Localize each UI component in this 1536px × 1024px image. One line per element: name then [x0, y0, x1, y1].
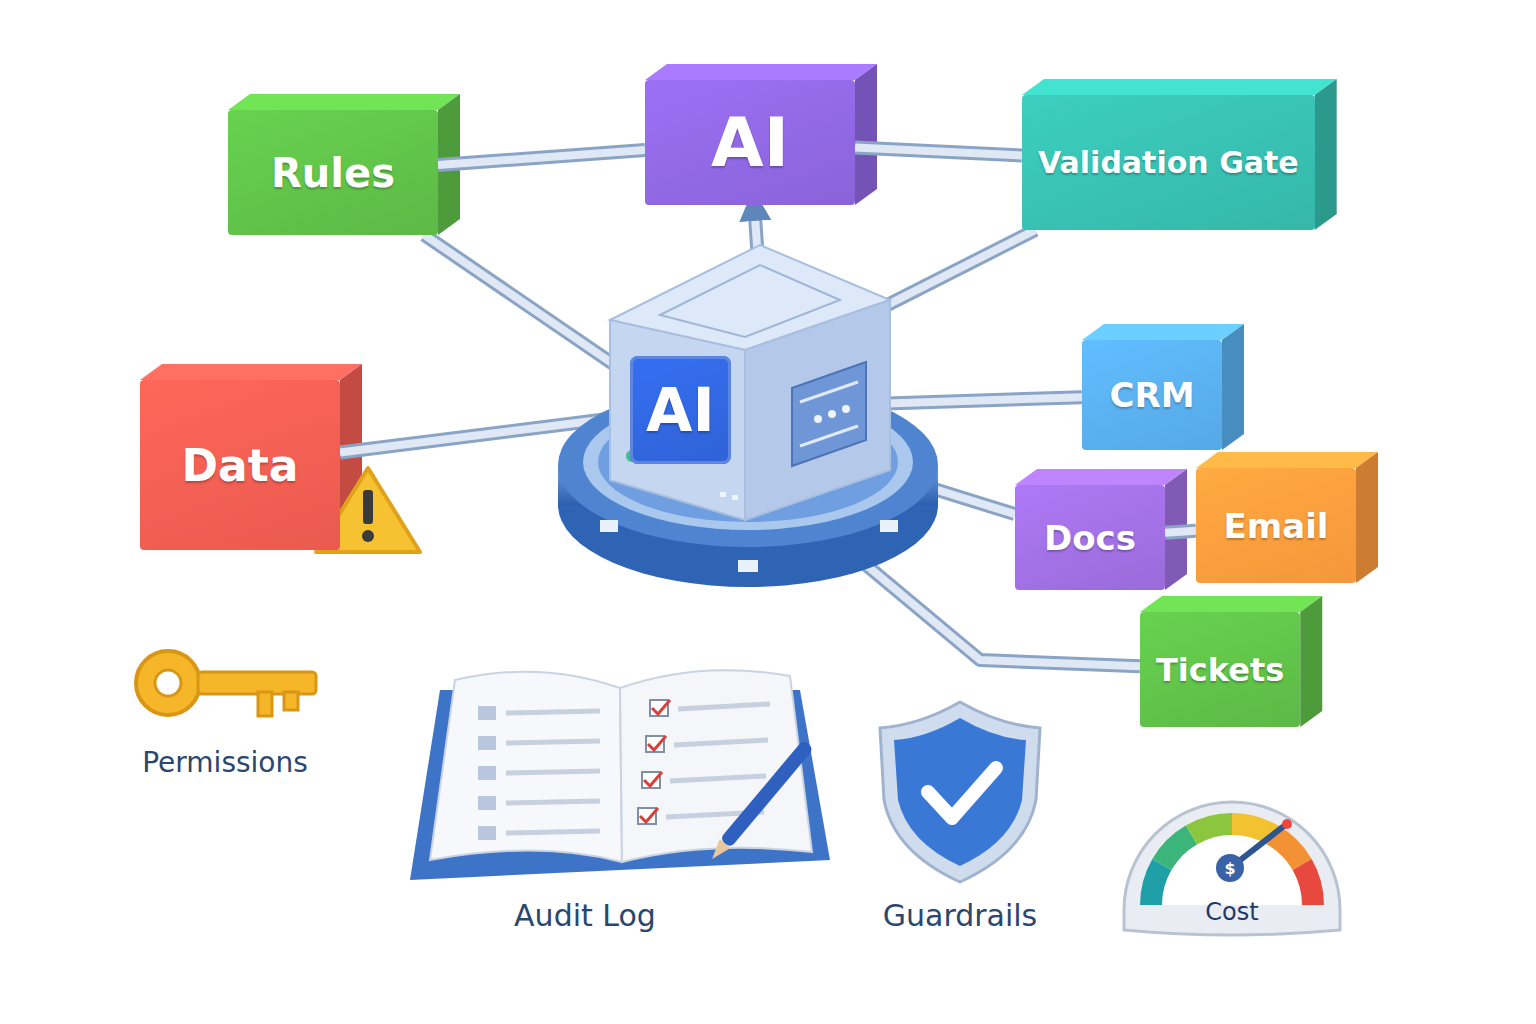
block-top-face [1022, 79, 1337, 95]
list-line [678, 704, 770, 709]
list-line [506, 831, 600, 833]
block-side-face [1222, 324, 1244, 450]
pipe-core [424, 235, 630, 376]
pipe-core [855, 148, 1022, 156]
list-line [506, 741, 600, 743]
pipe-connector [424, 235, 630, 376]
pipe-core [438, 150, 645, 165]
block-top-face [1015, 469, 1187, 485]
permissions-label: Permissions [142, 746, 308, 779]
data-block: Data [140, 380, 340, 550]
block-side-face [855, 64, 877, 205]
check-mark [640, 808, 658, 822]
pipe-connector [855, 148, 1022, 156]
rules-block: Rules [228, 110, 438, 235]
audit-log-label: Audit Log [514, 898, 656, 933]
cost-gauge-icon [1124, 802, 1340, 935]
shield-icon [880, 702, 1040, 882]
pipe-outline [1165, 531, 1196, 533]
node-label: Data [182, 440, 299, 491]
block-top-face [645, 64, 877, 80]
node-label: AI [711, 103, 789, 182]
list-line [674, 740, 768, 745]
pipe-core [1165, 531, 1196, 533]
list-bullet [478, 766, 496, 780]
crm-block: CRM [1082, 340, 1222, 450]
list-line [506, 801, 600, 803]
key-icon [136, 651, 316, 716]
pipe-connector [438, 150, 645, 165]
list-bullet [478, 826, 496, 840]
pipe-outline [855, 148, 1022, 156]
validation-gate-block: Validation Gate [1022, 95, 1315, 230]
docs-block: Docs [1015, 485, 1165, 590]
block-side-face [1315, 79, 1337, 230]
check-mark [652, 700, 670, 714]
list-line [670, 776, 766, 781]
list-bullet [478, 736, 496, 750]
node-label: CRM [1110, 375, 1195, 415]
cost-label: Cost [1205, 898, 1258, 926]
check-mark [648, 736, 666, 750]
currency-symbol: $ [1224, 859, 1235, 878]
node-label: Email [1224, 506, 1329, 546]
node-label: Docs [1044, 518, 1136, 558]
gauge-segment [1293, 859, 1324, 905]
audit-book-icon [410, 670, 830, 880]
pipe-outline [424, 235, 630, 376]
block-top-face [1082, 324, 1244, 340]
block-top-face [1140, 596, 1322, 612]
list-bullet [478, 706, 496, 720]
node-label: Rules [271, 150, 395, 196]
tickets-block: Tickets [1140, 612, 1300, 727]
pipe-outline [438, 150, 645, 165]
check-mark [644, 772, 662, 786]
node-label: AI [646, 375, 715, 445]
node-label: Validation Gate [1038, 145, 1299, 180]
block-side-face [1300, 596, 1322, 727]
ai-server-cube [610, 245, 890, 520]
block-side-face [1356, 452, 1378, 583]
block-top-face [228, 94, 460, 110]
guardrails-label: Guardrails [883, 898, 1038, 933]
gauge-segment [1186, 813, 1232, 844]
block-top-face [140, 364, 362, 380]
list-bullet [478, 796, 496, 810]
list-line [506, 711, 600, 713]
block-top-face [1196, 452, 1378, 468]
list-line [506, 771, 600, 773]
email-block: Email [1196, 468, 1356, 583]
ai-block: AI [645, 80, 855, 205]
node-label: Tickets [1156, 651, 1284, 689]
pipe-connector [1165, 531, 1196, 533]
ai-badge: AI [630, 356, 731, 464]
